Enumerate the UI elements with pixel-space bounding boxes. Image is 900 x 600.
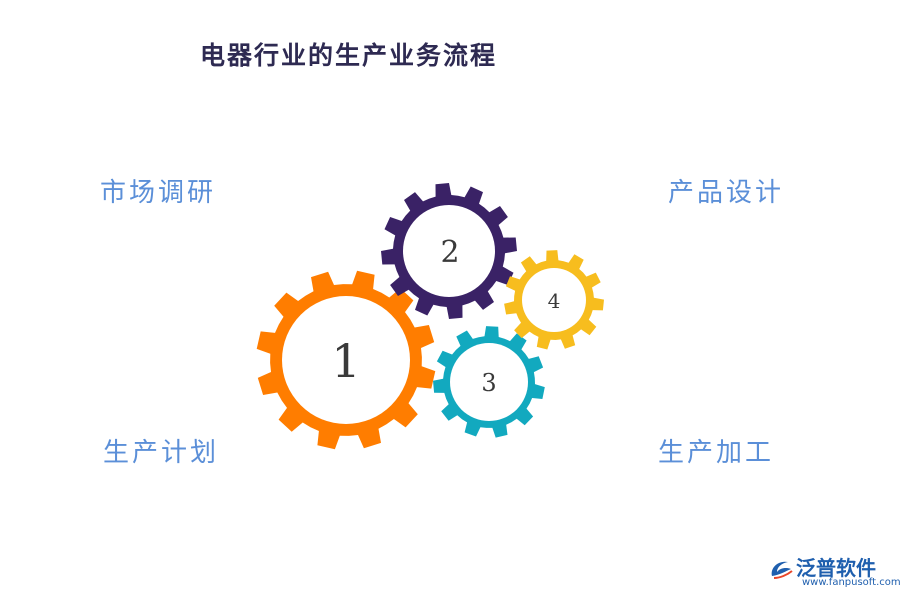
step-label-production-plan: 生产计划 (103, 438, 220, 468)
gear-4: 4 (504, 250, 604, 350)
gear-2-hub (403, 205, 495, 297)
gear-1-hub (282, 296, 410, 424)
logo-swirl-icon (771, 561, 793, 579)
step-label-production-processing: 生产加工 (658, 438, 775, 468)
step-label-market-research: 市场调研 (100, 178, 217, 208)
gear-3: 3 (433, 326, 545, 438)
gear-2-number: 2 (440, 235, 459, 270)
gear-1-number: 1 (331, 334, 360, 388)
logo-url: www.fanpusoft.com (802, 577, 900, 588)
gear-2: 2 (381, 183, 517, 319)
step-label-product-design: 产品设计 (668, 178, 785, 208)
company-logo: 泛普软件 www.fanpusoft.com (766, 552, 900, 592)
diagram-title: 电器行业的生产业务流程 (200, 41, 498, 70)
gear-3-number: 3 (481, 369, 496, 397)
gear-4-number: 4 (548, 289, 561, 313)
gear-4-hub (522, 268, 586, 332)
gear-1: 1 (256, 270, 436, 450)
logo-text: 泛普软件 (796, 556, 876, 580)
gear-3-hub (450, 343, 528, 421)
